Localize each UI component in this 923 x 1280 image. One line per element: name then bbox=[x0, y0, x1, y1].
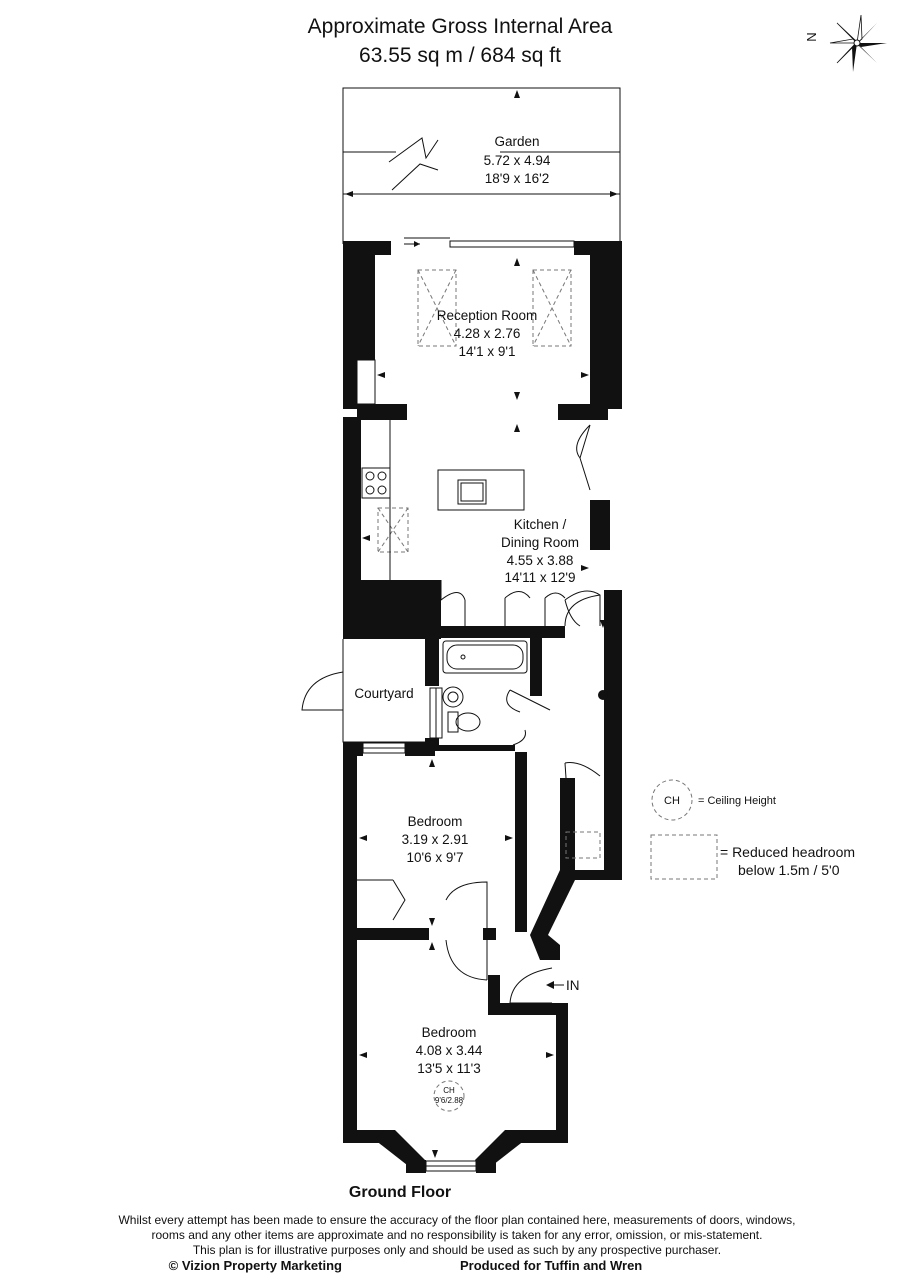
entrance-arrow-icon bbox=[546, 981, 554, 989]
disclaimer-line2: rooms and any other items are approximat… bbox=[152, 1228, 763, 1242]
bedroom2-name: Bedroom bbox=[422, 1025, 477, 1040]
reception-metric: 4.28 x 2.76 bbox=[454, 326, 521, 341]
garden-imperial: 18'9 x 16'2 bbox=[485, 171, 549, 186]
legend-headroom-line1: = Reduced headroom bbox=[720, 844, 855, 860]
bedroom1-metric: 3.19 x 2.91 bbox=[402, 832, 469, 847]
reception-name: Reception Room bbox=[437, 308, 538, 323]
bedroom2-ch-value: 9'6/2.88 bbox=[435, 1096, 464, 1105]
kitchen-name-line2: Dining Room bbox=[501, 535, 579, 550]
legend-headroom-icon bbox=[650, 834, 718, 880]
bedroom2-dimension-arrows bbox=[359, 942, 554, 1158]
legend-ch-text: = Ceiling Height bbox=[698, 795, 776, 807]
disclaimer-line3: This plan is for illustrative purposes o… bbox=[193, 1243, 721, 1257]
bedroom1-dimension-arrows bbox=[359, 759, 513, 926]
credit-left: © Vizion Property Marketing bbox=[169, 1258, 342, 1273]
kitchen-metric: 4.55 x 3.88 bbox=[507, 553, 574, 568]
legend-ch-symbol: CH bbox=[664, 795, 680, 807]
credit-right: Produced for Tuffin and Wren bbox=[460, 1258, 642, 1273]
legend-ch-icon bbox=[651, 779, 693, 821]
bedroom2-ch-label: CH bbox=[443, 1086, 455, 1095]
reception-dimension-arrows bbox=[377, 258, 589, 400]
courtyard-area bbox=[301, 639, 425, 743]
reception-imperial: 14'1 x 9'1 bbox=[459, 344, 516, 359]
kitchen-fittings bbox=[361, 420, 601, 627]
garden-area bbox=[342, 87, 621, 244]
bedroom2-metric: 4.08 x 3.44 bbox=[416, 1043, 483, 1058]
bedroom1-imperial: 10'6 x 9'7 bbox=[407, 850, 464, 865]
disclaimer-line1: Whilst every attempt has been made to en… bbox=[118, 1213, 795, 1227]
kitchen-name-line1: Kitchen / bbox=[514, 517, 567, 532]
floor-label: Ground Floor bbox=[349, 1184, 451, 1201]
garden-metric: 5.72 x 4.94 bbox=[484, 153, 551, 168]
gross-area: 63.55 sq m / 684 sq ft bbox=[359, 44, 561, 67]
plan-title: Approximate Gross Internal Area bbox=[308, 15, 613, 38]
ceiling-height-marker bbox=[433, 1080, 465, 1112]
bedroom1-name: Bedroom bbox=[408, 814, 463, 829]
courtyard-name: Courtyard bbox=[354, 686, 413, 701]
bedroom2-imperial: 13'5 x 11'3 bbox=[417, 1061, 480, 1076]
walls bbox=[343, 237, 622, 1173]
kitchen-dimension-arrows bbox=[362, 424, 606, 628]
entrance-label: IN bbox=[566, 978, 580, 993]
compass-north-label: N bbox=[804, 32, 819, 41]
windows bbox=[362, 687, 508, 1172]
legend-headroom-line2: below 1.5m / 5'0 bbox=[738, 862, 840, 878]
garden-name: Garden bbox=[494, 134, 539, 149]
bathroom-fittings bbox=[442, 640, 608, 746]
reduced-headroom-markers bbox=[377, 269, 601, 859]
compass-icon: N bbox=[804, 14, 887, 72]
hallway-doors bbox=[357, 599, 601, 1004]
kitchen-imperial: 14'11 x 12'9 bbox=[505, 570, 576, 585]
